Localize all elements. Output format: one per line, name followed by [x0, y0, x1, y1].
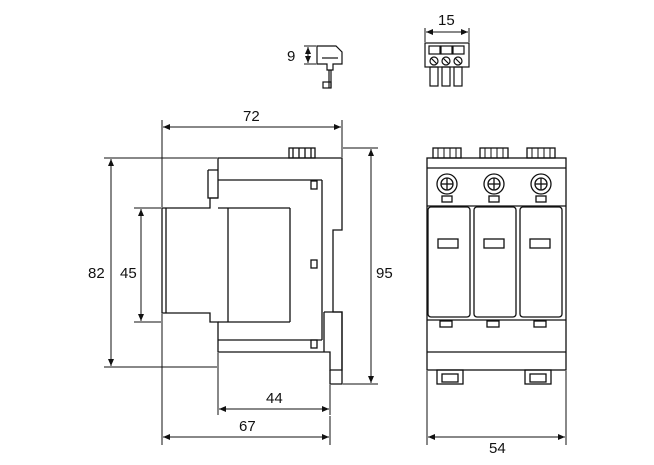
- dim-72-line: [161, 120, 343, 207]
- dim-front-width: 54: [489, 440, 506, 457]
- device-side-view: [161, 147, 343, 385]
- dim-connector-width: 15: [438, 12, 455, 29]
- dim-54-line: [426, 371, 567, 445]
- dim-total-height-left: 82: [88, 265, 105, 282]
- dim-bottom-width: 67: [239, 418, 256, 435]
- device-front-view: [426, 147, 567, 385]
- dim-connector-height: 9: [287, 48, 295, 65]
- dim-inner-height: 45: [120, 265, 137, 282]
- dim-82-line: [104, 157, 217, 368]
- connector-side-view: [316, 45, 343, 89]
- dim-side-top-width: 72: [243, 108, 260, 125]
- dim-45-line: [134, 207, 161, 323]
- dim-44-line: [217, 353, 331, 415]
- connector-height-dimension: [304, 45, 316, 65]
- connector-front-view: [424, 42, 470, 87]
- dim-67-line: [161, 314, 331, 445]
- dim-95-line: [343, 147, 378, 385]
- dim-total-height-right: 95: [376, 265, 393, 282]
- connector-width-dimension: [424, 28, 470, 42]
- dim-base-width: 44: [266, 390, 283, 407]
